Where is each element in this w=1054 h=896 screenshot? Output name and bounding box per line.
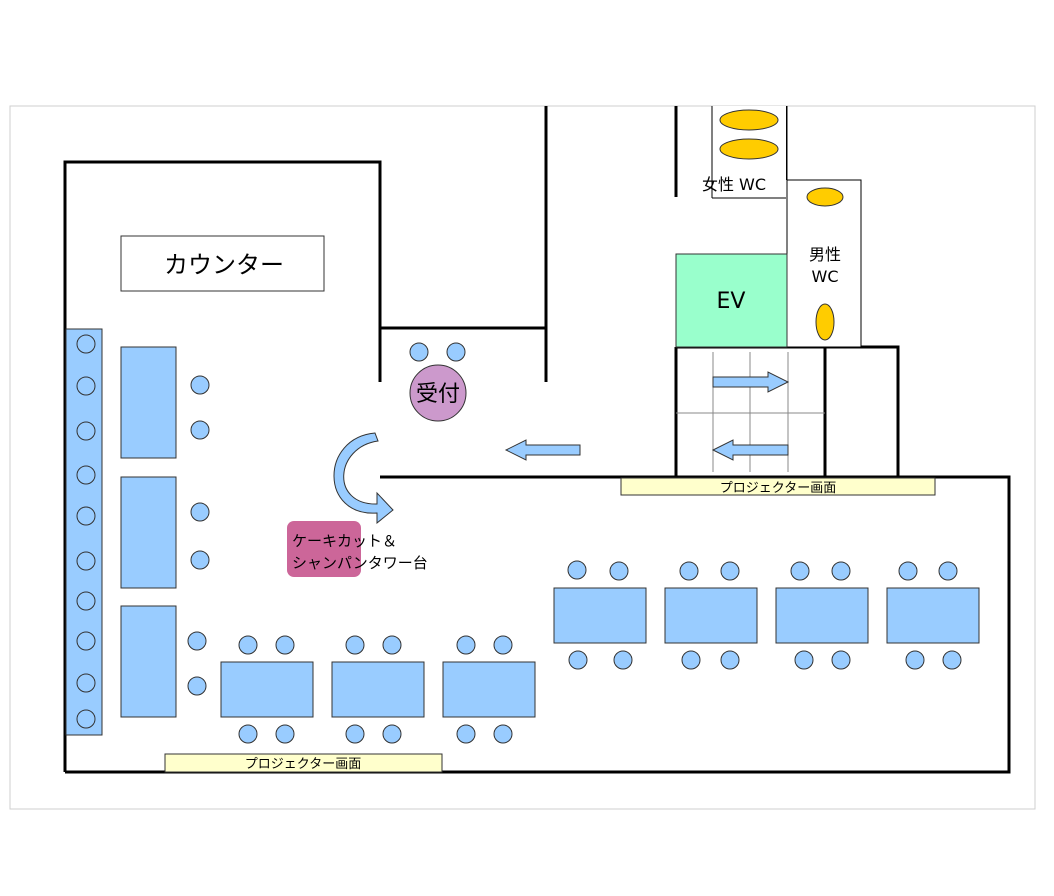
- chair: [382, 724, 402, 744]
- projector-screen-bottom-label: プロジェクター画面: [245, 757, 361, 772]
- projector-screen-bottom: プロジェクター画面: [164, 753, 443, 773]
- cake-table-label-line1: ケーキカット＆: [292, 532, 397, 550]
- elevator-label: EV: [717, 289, 746, 314]
- chair: [938, 561, 958, 581]
- chair: [345, 724, 365, 744]
- chair: [187, 631, 207, 651]
- counter: カウンター: [120, 235, 325, 292]
- wall-bench: [65, 328, 103, 736]
- curved-arrow-icon: [333, 432, 394, 525]
- table: [886, 587, 980, 644]
- chair: [76, 376, 96, 396]
- chair: [794, 650, 814, 670]
- chair: [76, 421, 96, 441]
- chair: [493, 724, 513, 744]
- chair: [898, 561, 918, 581]
- chair: [493, 635, 513, 655]
- mens-wc-label-line1: 男性: [809, 245, 841, 264]
- chair: [76, 673, 96, 693]
- chair: [790, 561, 810, 581]
- toilet-icon: [815, 303, 835, 341]
- table: [664, 587, 758, 644]
- table: [331, 661, 425, 718]
- left-tables: [120, 346, 210, 718]
- chair: [76, 709, 96, 729]
- chair: [345, 635, 365, 655]
- chair: [456, 635, 476, 655]
- chair: [831, 561, 851, 581]
- chair: [275, 724, 295, 744]
- table: [553, 587, 647, 644]
- chair: [238, 724, 258, 744]
- chair: [446, 342, 466, 362]
- table: [442, 661, 536, 718]
- toilet-icon: [719, 138, 779, 160]
- reception-desk: [409, 364, 467, 422]
- chair: [238, 635, 258, 655]
- mens-wc: 男性 WC: [786, 179, 862, 348]
- arrow-icon: [504, 439, 581, 461]
- chair: [456, 724, 476, 744]
- womens-wc: 女性 WC: [702, 106, 786, 199]
- toilet-icon: [806, 187, 844, 207]
- reception: 受付: [409, 342, 467, 422]
- chair: [76, 591, 96, 611]
- bottom-tables: [220, 635, 536, 744]
- chair: [76, 334, 96, 354]
- flow-arrows: [333, 371, 790, 525]
- table: [120, 476, 177, 589]
- table: [120, 346, 177, 459]
- chair: [942, 650, 962, 670]
- chair: [190, 550, 210, 570]
- chair: [609, 561, 629, 581]
- cake-table: ケーキカット＆ シャンパンタワー台: [287, 521, 428, 577]
- table: [220, 661, 314, 718]
- chair: [720, 650, 740, 670]
- arrow-icon: [711, 439, 789, 461]
- chair: [190, 375, 210, 395]
- chair: [613, 650, 633, 670]
- chair: [679, 561, 699, 581]
- chair: [831, 650, 851, 670]
- chair: [190, 420, 210, 440]
- counter-label: カウンター: [164, 251, 284, 279]
- reception-label: 受付: [416, 382, 460, 407]
- elevator: EV: [675, 253, 788, 348]
- cake-table-label-line2: シャンパンタワー台: [292, 554, 428, 572]
- toilet-icon: [719, 109, 779, 131]
- chair: [76, 506, 96, 526]
- chair: [275, 635, 295, 655]
- chair: [568, 650, 588, 670]
- chair: [567, 560, 587, 580]
- chair: [681, 650, 701, 670]
- chair: [76, 465, 96, 485]
- womens-wc-label: 女性 WC: [702, 175, 766, 194]
- chair: [409, 342, 429, 362]
- projector-screen-right-label: プロジェクター画面: [720, 481, 836, 496]
- arrow-icon: [712, 371, 790, 393]
- chair: [76, 551, 96, 571]
- table: [775, 587, 869, 644]
- chair: [187, 676, 207, 696]
- chair: [905, 650, 925, 670]
- chair: [720, 561, 740, 581]
- chair: [382, 635, 402, 655]
- right-tables: [553, 560, 980, 670]
- projector-screen-right: プロジェクター画面: [620, 477, 936, 496]
- chair: [190, 502, 210, 522]
- chair: [76, 631, 96, 651]
- table: [120, 605, 177, 718]
- mens-wc-label-line2: WC: [812, 267, 839, 286]
